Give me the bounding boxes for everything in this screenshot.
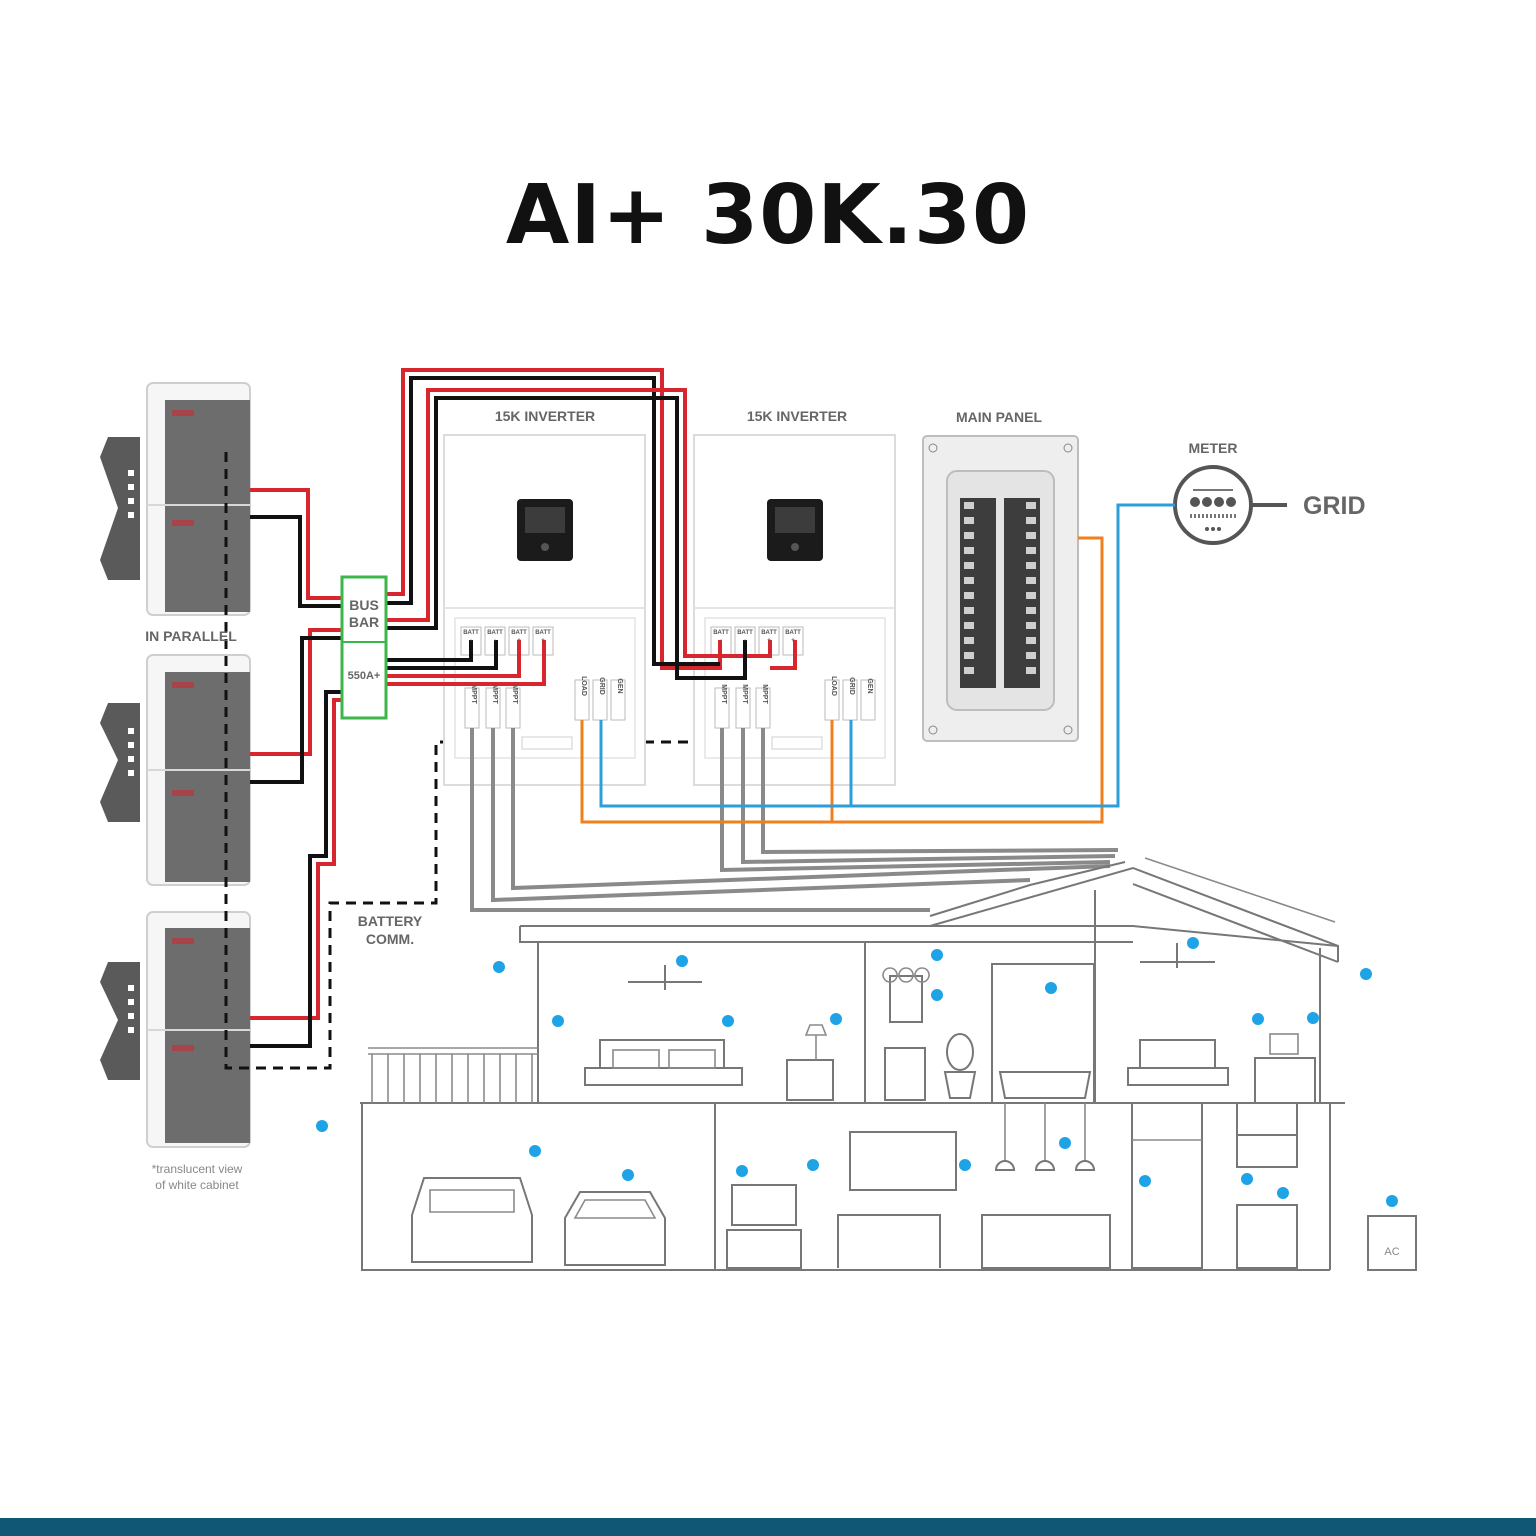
device-dots	[316, 937, 1398, 1207]
mppt-label: MPPT	[470, 684, 477, 704]
batt-plus-label: +	[541, 638, 545, 644]
batt-minus-label: -	[470, 638, 472, 644]
batt-label: BATT	[713, 630, 729, 636]
main-panel	[922, 435, 1079, 742]
grid-terminal-label: GRID	[848, 677, 855, 695]
battery-comm-label-line-1: BATTERY	[358, 913, 423, 929]
in-parallel-label: IN PARALLEL	[145, 628, 237, 644]
pv-wires	[470, 728, 1119, 912]
meter-icon	[1173, 465, 1253, 545]
battery-cabinet-3	[100, 911, 251, 1148]
bus-bar-rating: 550A+	[348, 670, 381, 682]
gen-label: GEN	[616, 678, 623, 693]
batt-label: BATT	[487, 630, 503, 636]
mppt-label: MPPT	[491, 684, 498, 704]
batt-label: BATT	[785, 630, 801, 636]
batt-plus-label: +	[767, 638, 771, 644]
batt-label: BATT	[737, 630, 753, 636]
mppt-label: MPPT	[511, 684, 518, 704]
batt-label: BATT	[761, 630, 777, 636]
battery-comm-wire	[224, 452, 770, 1070]
batt-label: BATT	[511, 630, 527, 636]
inverter-1-terminals	[460, 626, 626, 729]
load-label: LOAD	[830, 676, 837, 696]
batt-minus-label: -	[720, 638, 722, 644]
batt-plus-label: +	[517, 638, 521, 644]
batt-minus-label: -	[744, 638, 746, 644]
bottom-bar	[0, 1518, 1536, 1536]
translucent-note-line-2: of white cabinet	[155, 1178, 239, 1192]
grid-label: GRID	[1303, 492, 1366, 520]
page-title: AI+ 30K.30	[505, 168, 1031, 263]
batt-label: BATT	[463, 630, 479, 636]
translucent-note-line-1: *translucent view	[152, 1162, 243, 1176]
battery-comm-label-line-2: COMM.	[366, 931, 414, 947]
batt-plus-label: +	[791, 638, 795, 644]
bus-bar-label-line-1: BUS	[349, 597, 379, 613]
gen-label: GEN	[866, 678, 873, 693]
battery-cabinet-2	[100, 654, 251, 886]
mppt-label: MPPT	[761, 684, 768, 704]
batt-minus-label: -	[494, 638, 496, 644]
inverter-2-label: 15K INVERTER	[747, 408, 847, 424]
mppt-label: MPPT	[720, 684, 727, 704]
battery-cabinet-1	[100, 382, 251, 616]
meter-label: METER	[1189, 440, 1238, 456]
inverter-2	[693, 434, 896, 786]
main-panel-label: MAIN PANEL	[956, 409, 1043, 425]
battery-wires	[250, 488, 342, 1048]
load-label: LOAD	[580, 676, 587, 696]
bus-bar	[340, 575, 388, 720]
batt-label: BATT	[535, 630, 551, 636]
mppt-label: MPPT	[741, 684, 748, 704]
inverter-1-label: 15K INVERTER	[495, 408, 595, 424]
ac-wires	[580, 503, 1175, 824]
bus-bar-label-line-2: BAR	[349, 614, 379, 630]
inverter-1	[443, 434, 646, 786]
inverter-1-battery-wires	[386, 368, 797, 686]
house-illustration	[360, 857, 1417, 1271]
ac-unit-label: AC	[1384, 1246, 1399, 1258]
grid-terminal-label: GRID	[598, 677, 605, 695]
